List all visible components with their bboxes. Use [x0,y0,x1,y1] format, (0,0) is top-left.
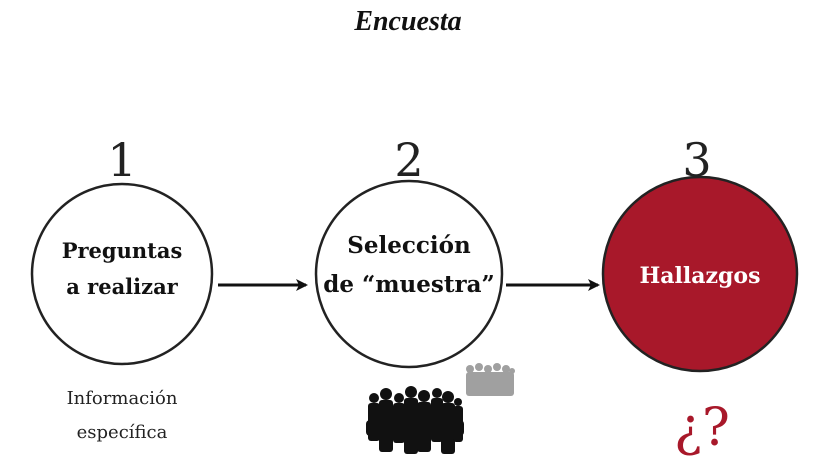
crowd-icon [366,363,515,454]
step-1-circle [30,182,214,366]
step-2-number: 2 [394,133,423,187]
step-1-note-line-2: específica [77,422,168,443]
step-2-label-line-2: de “muestra” [323,271,494,298]
step-2-circle [314,179,504,369]
step-3-circle [601,175,799,373]
question-symbol: ¿? [674,398,730,458]
step-3-label: Hallazgos [640,263,761,289]
step-2-label-line-1: Selección [347,232,471,259]
step-1-number: 1 [107,133,136,187]
step-1-label-line-1: Preguntas [62,238,183,263]
step-1-label-line-2: a realizar [66,274,178,299]
diagram-title: Encuesta [354,6,462,37]
step-1-note-line-1: Información [67,388,178,409]
